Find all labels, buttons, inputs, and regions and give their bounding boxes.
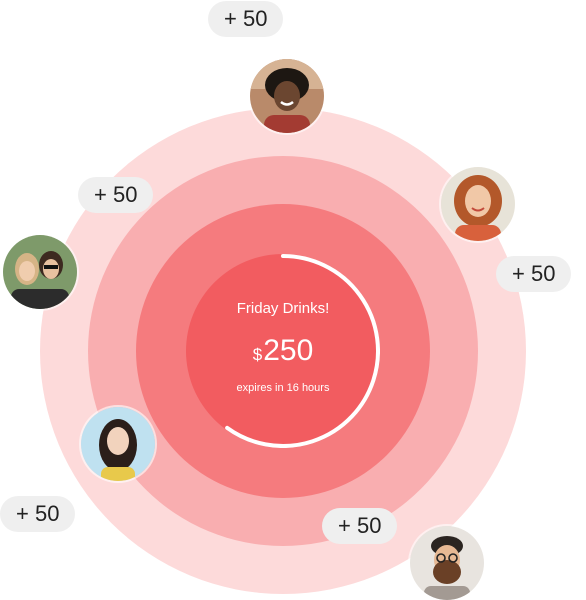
avatar-woman-curly-hair[interactable] — [250, 59, 324, 133]
progress-arc — [225, 254, 380, 448]
contribution-pill[interactable]: + 50 — [0, 496, 76, 532]
event-title: Friday Drinks! — [236, 300, 330, 317]
event-expiry: expires in 16 hours — [236, 382, 330, 394]
avatar-woman-red-hair[interactable] — [441, 167, 515, 241]
currency-symbol: $ — [252, 345, 263, 364]
amount-value: 250 — [263, 334, 314, 367]
contribution-pill[interactable]: + 50 — [322, 508, 398, 544]
avatar-two-friends[interactable] — [3, 235, 77, 309]
center-circle[interactable] — [186, 254, 380, 448]
contribution-pill[interactable]: + 50 — [78, 177, 154, 213]
contribution-pill[interactable]: + 50 — [208, 1, 284, 37]
avatar-bearded-man-glasses[interactable] — [410, 526, 484, 600]
avatar-woman-long-hair[interactable] — [81, 407, 155, 481]
contribution-pill[interactable]: + 50 — [496, 256, 572, 292]
event-amount: $250 — [186, 333, 380, 373]
